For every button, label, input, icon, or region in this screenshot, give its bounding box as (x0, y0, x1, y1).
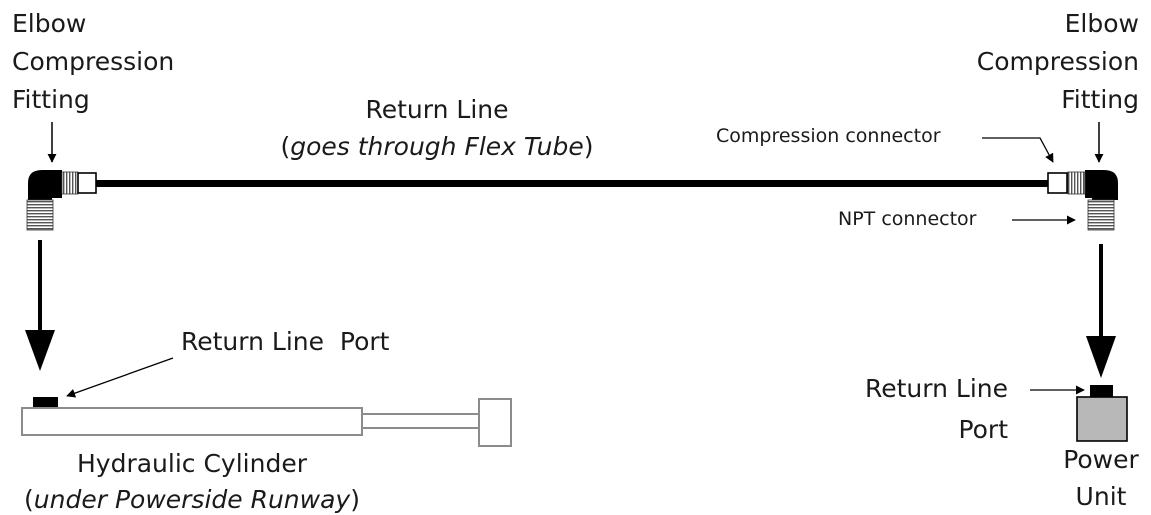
hydraulic-cylinder (21, 397, 512, 447)
right-elbow-fitting (1047, 170, 1118, 231)
right-connection-arrow (1086, 244, 1116, 378)
compression-connector-pointer (982, 137, 1054, 163)
right-fitting-label-line1: Elbow (1065, 9, 1139, 38)
compression-connector-label: Compression connector (716, 125, 941, 147)
power-unit-label-line1: Power (1063, 445, 1139, 474)
unit-port-label-line2: Port (958, 415, 1008, 444)
unit-port-label-line1: Return Line (865, 374, 1008, 403)
right-compression-nut (1047, 172, 1068, 194)
cylinder-title: Hydraulic Cylinder (77, 449, 308, 478)
right-fitting-label-line2: Compression (977, 47, 1139, 76)
left-fitting-label-line1: Elbow (12, 9, 86, 38)
left-elbow-compression-threads (61, 171, 79, 195)
power-unit-label-line2: Unit (1076, 482, 1127, 511)
return-line-tube (96, 180, 1048, 187)
return-line-title: Return Line (365, 95, 508, 124)
cylinder-rod-end (478, 398, 512, 447)
cylinder-note-open: ( (24, 485, 34, 514)
left-fitting-label-line2: Compression (12, 47, 174, 76)
power-unit-body (1076, 396, 1128, 442)
return-line-note: (goes through Flex Tube) (280, 132, 593, 161)
npt-connector-label: NPT connector (838, 208, 977, 230)
left-connection-arrow (25, 240, 55, 371)
power-unit (1076, 385, 1128, 442)
return-line-note-close: ) (584, 132, 594, 161)
cylinder-return-port (33, 397, 58, 408)
cylinder-note: (under Powerside Runway) (24, 485, 360, 514)
right-elbow-compression-threads (1067, 171, 1086, 195)
power-unit-return-port (1090, 385, 1113, 397)
left-elbow-npt-threads (26, 199, 54, 231)
cylinder-note-close: ) (350, 485, 360, 514)
right-fitting-label-line3: Fitting (1061, 85, 1139, 114)
right-elbow-npt-threads (1087, 199, 1115, 231)
left-fitting-label-line3: Fitting (12, 85, 90, 114)
return-line-note-open: ( (280, 132, 290, 161)
cylinder-rod (361, 413, 480, 429)
right-elbow-body (1085, 170, 1118, 200)
cylinder-port-label: Return Line Port (181, 327, 390, 356)
return-line-note-italic: goes through Flex Tube (290, 132, 584, 161)
cylinder-port-pointer (66, 357, 174, 398)
left-compression-nut (77, 172, 97, 194)
left-elbow-fitting (26, 170, 97, 231)
left-elbow-body (28, 170, 62, 200)
cylinder-barrel (21, 407, 363, 436)
cylinder-note-italic: under Powerside Runway (34, 485, 352, 514)
